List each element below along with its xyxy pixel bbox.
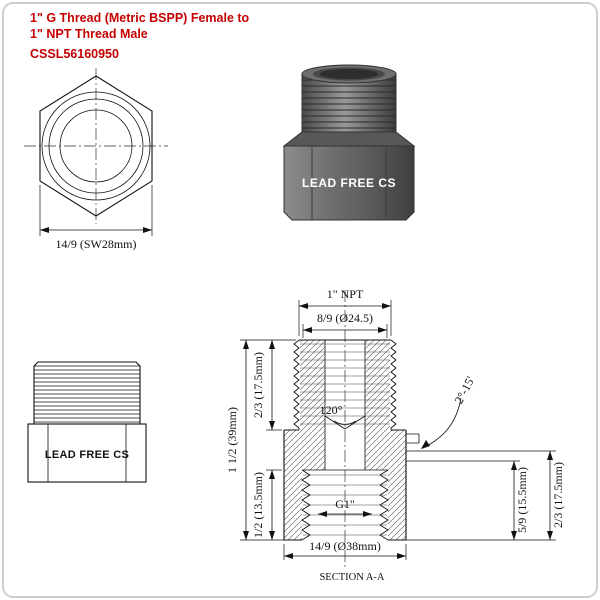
part-number: CSSL56160950 bbox=[30, 47, 119, 61]
lead-free-label-3d: LEAD FREE CS bbox=[302, 176, 396, 190]
section-caption: SECTION A-A bbox=[319, 572, 384, 583]
side-thread-outline bbox=[33, 361, 141, 425]
hex-outline bbox=[39, 75, 153, 217]
thread-circle-mid bbox=[48, 98, 144, 194]
dim-left-top-label: 2/3 (17.5mm) bbox=[251, 352, 265, 418]
dim-left-group: 2/3 (17.5mm) 1 1/2 (39mm) 1/2 (13.5mm) bbox=[225, 339, 296, 541]
bore-hole bbox=[320, 69, 378, 79]
dim-right-group: 5/9 (15.5mm) 2/3 (17.5mm) 2°-15' bbox=[406, 374, 565, 541]
taper-step-detail bbox=[406, 433, 420, 444]
male-thread-left-profile bbox=[293, 339, 300, 430]
side-view: LEAD FREE CS bbox=[27, 361, 147, 483]
chamfer-angle-arc bbox=[333, 420, 357, 425]
dim-npt-label: 1" NPT bbox=[327, 287, 364, 301]
chamfer-angle-label: 120° bbox=[320, 403, 343, 417]
dim-right-inner-label: 5/9 (15.5mm) bbox=[515, 467, 529, 533]
front-view: 14/9 (SW28mm) bbox=[24, 68, 168, 251]
dim-bottom-diameter-label: 14/9 (Ø38mm) bbox=[309, 539, 381, 553]
section-hatching bbox=[284, 340, 406, 540]
taper-leader-arrow bbox=[421, 440, 430, 449]
dim-left-bottom-label: 1/2 (13.5mm) bbox=[251, 472, 265, 538]
section-body-outline bbox=[283, 339, 407, 541]
front-width-dim-label: 14/9 (SW28mm) bbox=[56, 237, 137, 251]
dim-bottom-group: G1" 14/9 (Ø38mm) SECTION A-A bbox=[283, 497, 407, 583]
taper-angle-label: 2°-15' bbox=[451, 374, 477, 406]
taper-leader-arc bbox=[422, 397, 462, 449]
dim-top-diameter-label: 8/9 (Ø24.5) bbox=[317, 311, 373, 325]
lead-free-label-side: LEAD FREE CS bbox=[45, 449, 129, 461]
side-hex-body bbox=[27, 423, 147, 483]
thread-circle-outer bbox=[41, 91, 151, 201]
dim-left-overall-label: 1 1/2 (39mm) bbox=[225, 407, 239, 473]
male-thread-crest-lines bbox=[300, 343, 390, 425]
side-thread-lines bbox=[34, 365, 140, 423]
male-thread-right-profile bbox=[390, 339, 397, 430]
dim-top-group: 1" NPT 8/9 (Ø24.5) bbox=[298, 287, 392, 338]
title-line-2: 1" NPT Thread Male bbox=[30, 27, 148, 41]
bore-circle bbox=[59, 109, 133, 183]
photo-view-3d: LEAD FREE CS bbox=[282, 64, 416, 221]
section-bore-and-chamfer bbox=[302, 340, 388, 471]
title-line-1: 1" G Thread (Metric BSPP) Female to bbox=[30, 11, 250, 25]
hex-shoulder bbox=[282, 131, 416, 147]
hex-body bbox=[283, 145, 415, 221]
dim-right-outer-label: 2/3 (17.5mm) bbox=[551, 462, 565, 528]
section-view: 120° 1" NPT 8/9 (Ø24.5) 2/3 (17.5mm) 1 1… bbox=[225, 287, 565, 583]
dim-g1-label: G1" bbox=[335, 497, 355, 511]
title-block: 1" G Thread (Metric BSPP) Female to 1" N… bbox=[30, 11, 250, 61]
